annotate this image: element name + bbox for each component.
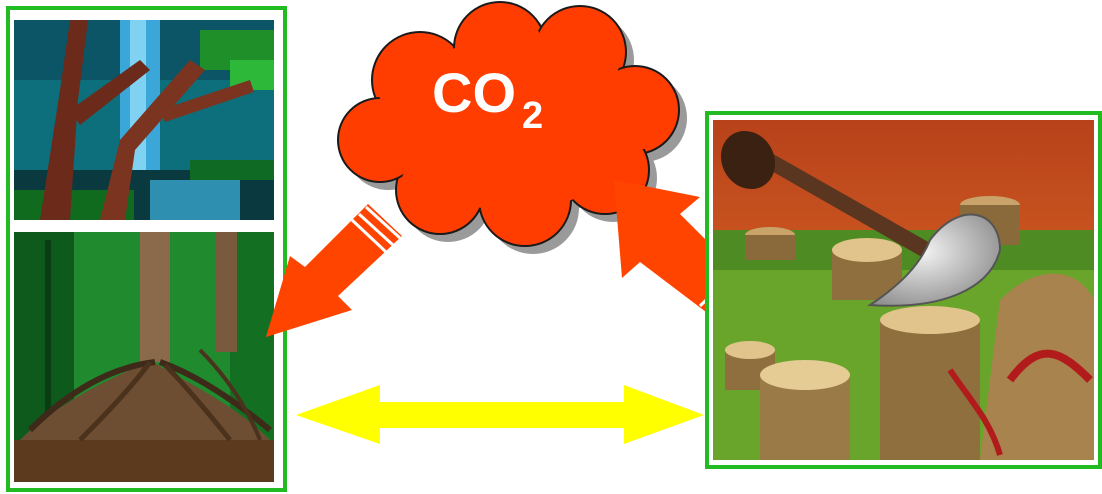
absorption-arrow — [266, 204, 402, 337]
forest-roots-image — [14, 232, 274, 482]
deforestation-panel — [705, 111, 1102, 469]
exchange-double-arrow — [296, 385, 704, 444]
co2-cloud: CO 2 — [337, 1, 687, 254]
rainforest-waterfall-image — [14, 20, 274, 220]
co2-subscript: 2 — [522, 95, 543, 137]
healthy-forest-panel — [6, 6, 287, 492]
deforestation-image — [713, 120, 1094, 460]
co2-label: CO — [432, 61, 516, 124]
